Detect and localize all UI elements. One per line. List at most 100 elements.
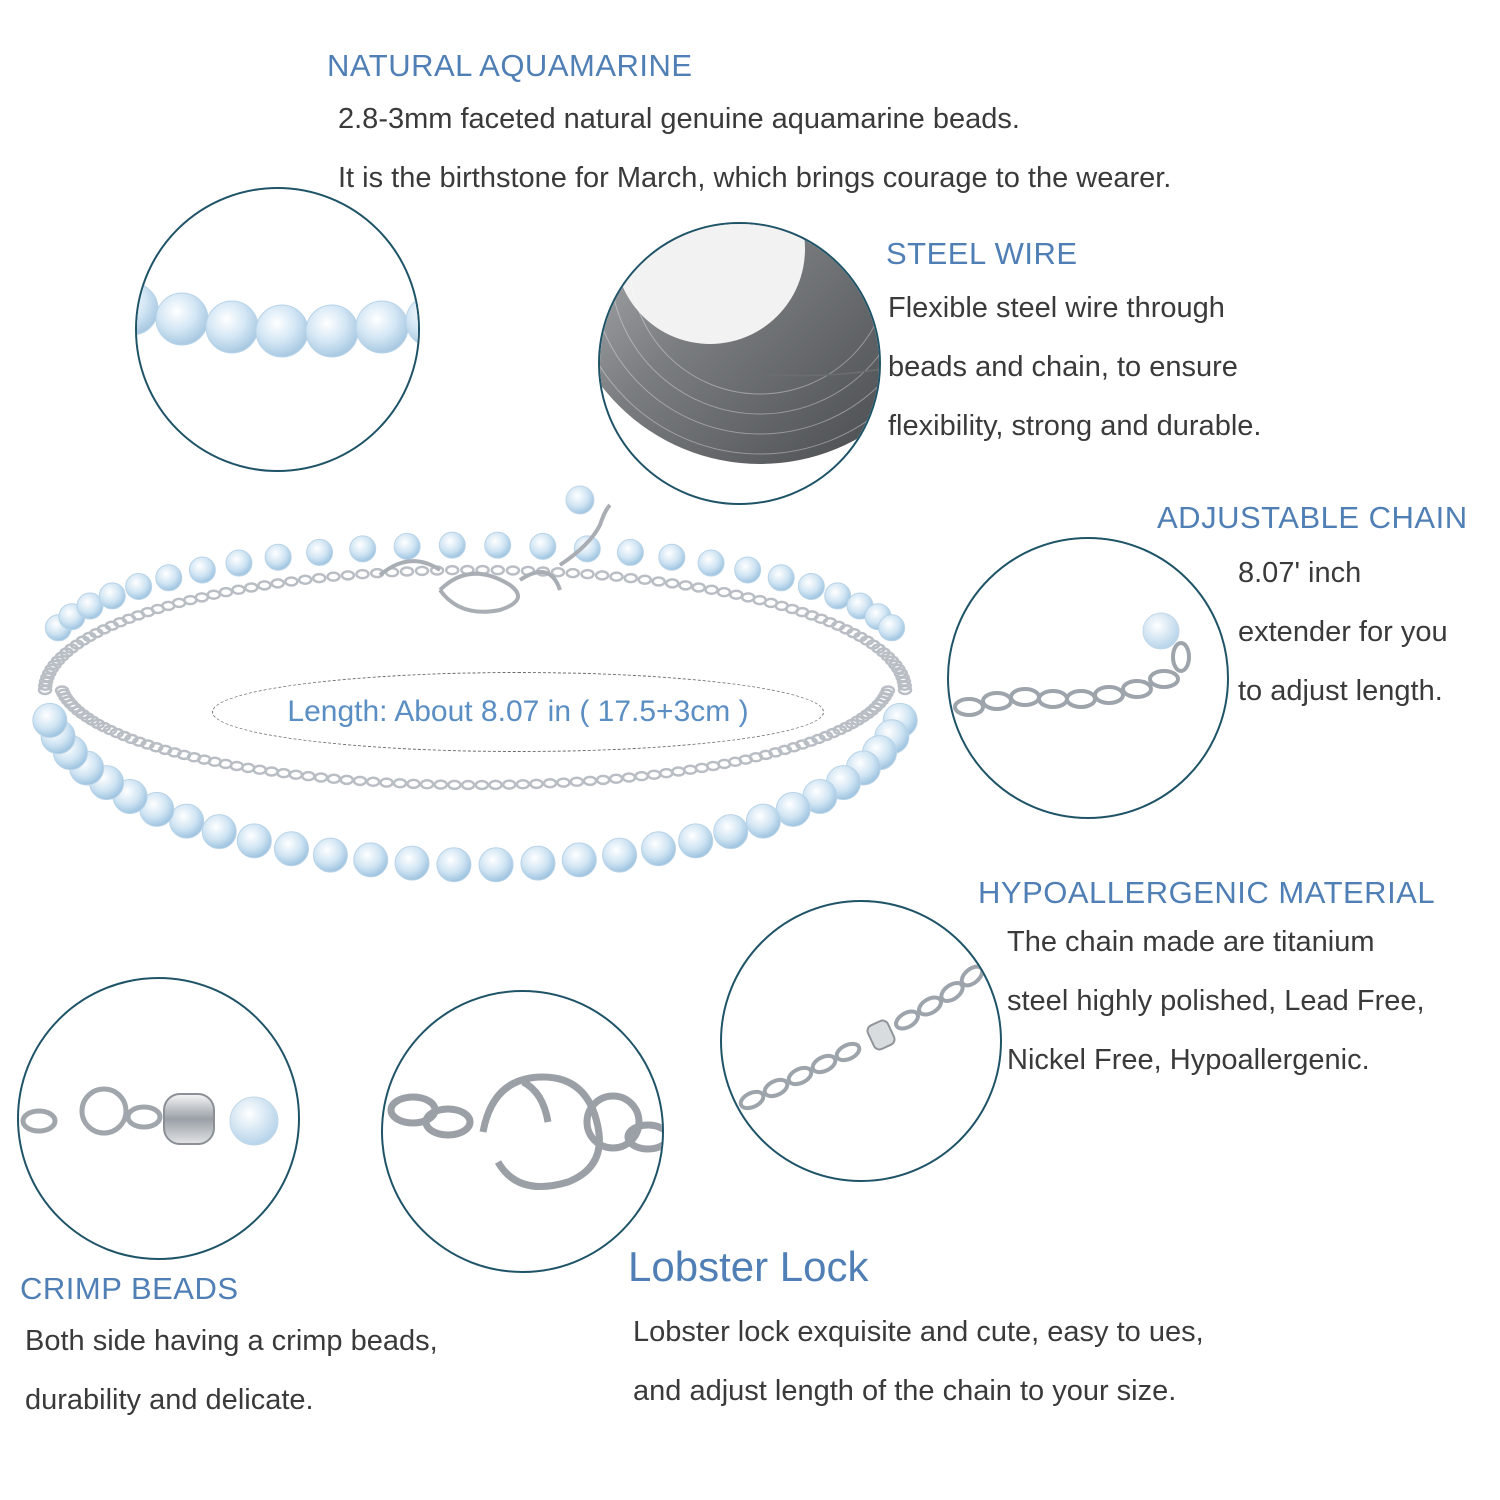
- lobster-lock-heading: Lobster Lock: [628, 1243, 869, 1290]
- bracelet-chain-link: [542, 778, 558, 789]
- bracelet-chain-link: [218, 586, 234, 598]
- bracelet-bead: [573, 535, 601, 563]
- bracelet-bead: [236, 823, 272, 859]
- titanium-chain-closeup-icon: [738, 964, 985, 1111]
- bracelet-chain-link: [444, 564, 460, 576]
- bracelet-bead: [273, 831, 309, 867]
- bracelet-bead: [775, 791, 811, 827]
- bracelet-chain-link: [580, 568, 595, 580]
- bracelet-chain-link: [646, 769, 662, 780]
- bracelet-chain-link: [594, 570, 610, 581]
- lobster-lock-line-2: and adjust length of the chain to your s…: [633, 1375, 1177, 1407]
- bracelet-bead: [678, 823, 714, 859]
- bracelet-chain-link: [609, 571, 624, 582]
- bracelet-chain-link: [556, 777, 571, 788]
- bracelet-chain-link: [252, 764, 267, 776]
- bracelet-bead: [641, 831, 677, 867]
- bracelet-chain-link: [340, 570, 356, 581]
- steel-wire-circle: [598, 222, 881, 505]
- bracelet-chain-link: [716, 586, 732, 598]
- bracelet-chain-link: [54, 685, 70, 696]
- bracelet-bead: [264, 543, 292, 571]
- double-layer-bracelet-icon: [32, 485, 918, 883]
- hypoallergenic-line-2: steel highly polished, Lead Free,: [1007, 985, 1425, 1017]
- bracelet-bead: [436, 847, 472, 883]
- bracelet-chain-link: [231, 584, 246, 596]
- hypoallergenic-heading: HYPOALLERGENIC MATERIAL: [978, 875, 1436, 910]
- adjustable-chain-heading: ADJUSTABLE CHAIN: [1157, 500, 1468, 535]
- bracelet-bead: [616, 538, 644, 566]
- aquamarine-line-1: 2.8-3mm faceted natural genuine aquamari…: [338, 103, 1020, 135]
- bracelet-chain-link: [264, 766, 279, 777]
- bracelet-chain-link: [270, 578, 286, 589]
- bracelet-bead: [306, 538, 334, 566]
- bracelet-chain-link: [257, 580, 272, 591]
- titanium-chain-circle: [720, 900, 1002, 1182]
- bracelet-bead: [529, 532, 557, 560]
- bracelet-chain-link: [569, 776, 585, 788]
- bracelet-chain-link: [460, 779, 476, 791]
- bracelet-bead: [393, 532, 421, 560]
- bracelet-bead: [697, 549, 725, 577]
- lobster-lock-line-1: Lobster lock exquisite and cute, easy to…: [633, 1316, 1204, 1348]
- bracelet-chain-link: [740, 592, 756, 603]
- bracelet-chain-link: [634, 770, 649, 782]
- bracelet-chain-link: [659, 767, 674, 779]
- bracelet-bead: [125, 572, 153, 600]
- bracelet-chain-link: [691, 582, 706, 593]
- bracelet-chain-link: [194, 592, 210, 603]
- aquamarine-line-2: It is the birthstone for March, which br…: [338, 162, 1172, 194]
- bracelet-chain-link: [671, 766, 686, 777]
- bracelet-bead: [225, 549, 253, 577]
- aquamarine-heading: NATURAL AQUAMARINE: [327, 48, 693, 83]
- bracelet-chain-link: [206, 589, 221, 600]
- bracelet-chain-link: [582, 775, 598, 787]
- extender-chain-circle: [947, 537, 1229, 819]
- steel-wire-line-2: beads and chain, to ensure: [888, 351, 1238, 383]
- bracelet-chain-link: [419, 779, 435, 790]
- bracelet-chain-link: [297, 574, 313, 586]
- bracelet-chain-link: [897, 684, 913, 696]
- crimp-bead-closeup-icon: [20, 1086, 279, 1146]
- bracelet-bead: [155, 564, 183, 592]
- crimp-beads-heading: CRIMP BEADS: [20, 1271, 239, 1306]
- steel-wire-heading: STEEL WIRE: [886, 236, 1078, 271]
- bracelet-chain-link: [311, 572, 327, 584]
- hypoallergenic-line-3: Nickel Free, Hypoallergenic.: [1007, 1044, 1370, 1076]
- bracelet-chain-link: [288, 769, 304, 780]
- bracelet-bead: [349, 535, 377, 563]
- bracelet-chain-link: [474, 779, 490, 791]
- bracelet-bead: [169, 803, 205, 839]
- bracelet-chain-link: [490, 564, 506, 576]
- lobster-clasp-closeup-icon: [387, 1073, 662, 1190]
- extender-chain-closeup-icon: [953, 612, 1191, 717]
- bracelet-chain-link: [595, 774, 611, 786]
- bracelet-chain-link: [406, 778, 421, 790]
- bracelet-chain-link: [433, 779, 448, 790]
- bracelet-bead: [312, 837, 348, 873]
- adjustable-chain-line-3: to adjust length.: [1238, 675, 1443, 707]
- bracelet-chain-link: [529, 778, 544, 790]
- bracelet-bead: [602, 837, 638, 873]
- bracelet-bead: [878, 614, 906, 642]
- bracelet-chain-link: [326, 571, 341, 582]
- crimp-bead-circle: [17, 977, 300, 1260]
- steel-wire-spool-icon: [600, 224, 879, 464]
- bracelet-chain-link: [729, 589, 744, 600]
- bracelet-bead: [561, 842, 597, 878]
- lobster-clasp-circle: [381, 990, 664, 1273]
- bracelet-chain-link: [694, 762, 710, 774]
- bracelet-chain-link: [365, 776, 381, 788]
- bracelet-chain-link: [704, 584, 719, 596]
- bracelet-chain-link: [488, 779, 503, 791]
- bracelet-chain-link: [505, 565, 521, 576]
- bracelet-chain-link: [355, 568, 370, 580]
- steel-wire-line-3: flexibility, strong and durable.: [888, 410, 1262, 442]
- bracelet-bead: [824, 582, 852, 610]
- bracelet-chain-link: [502, 779, 517, 790]
- bracelet-chain-link: [339, 774, 355, 786]
- bracelet-chain-link: [637, 574, 653, 586]
- bracelet-bead: [713, 814, 749, 850]
- bracelet-bead: [478, 847, 514, 883]
- aquamarine-beads-closeup-icon: [137, 282, 418, 358]
